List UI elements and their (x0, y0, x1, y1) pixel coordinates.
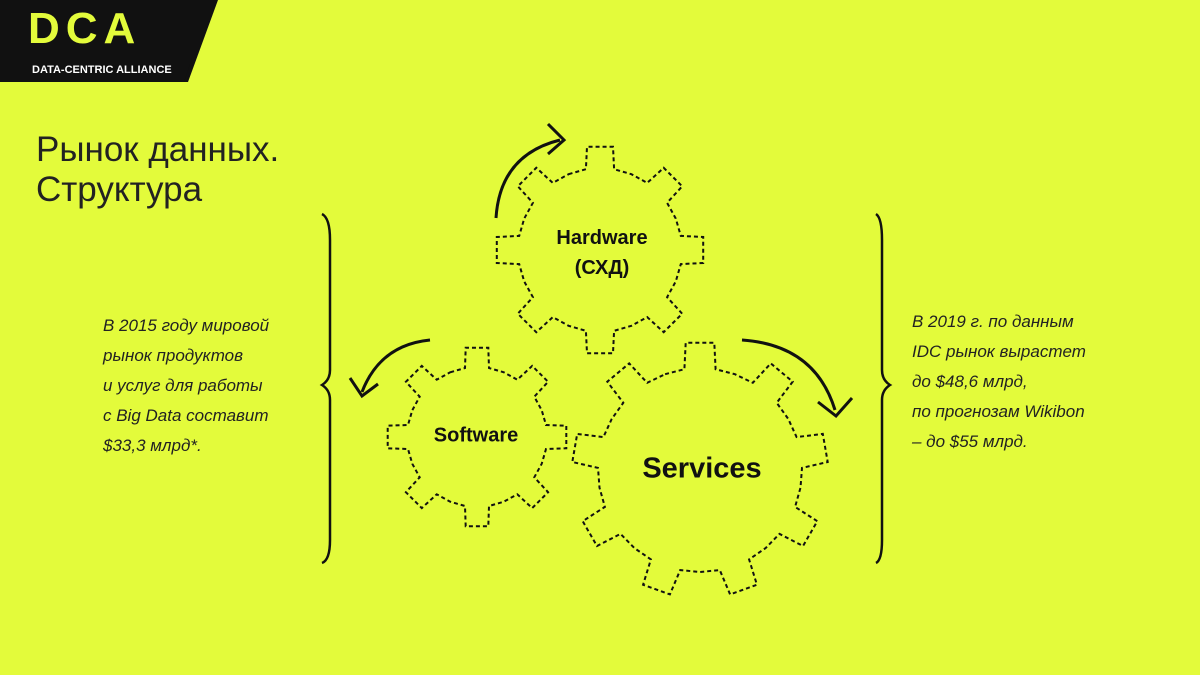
note-line: по прогнозам Wikibon (912, 402, 1085, 421)
hardware-label-line: (СХД) (574, 257, 630, 279)
note-line: с Big Data составит (103, 406, 269, 425)
right-note: В 2019 г. по данным IDC рынок вырастет д… (912, 307, 1086, 457)
page-title: Рынок данных. Структура (36, 130, 279, 210)
software-label: Software (433, 424, 519, 447)
right-brace (875, 212, 893, 565)
note-line: рынок продуктов (103, 346, 244, 365)
arrow-right-icon (741, 338, 854, 419)
title-line: Структура (36, 170, 203, 209)
logo-text: DCA (28, 4, 142, 53)
hardware-label-line: Hardware (556, 227, 648, 249)
note-line: $33,3 млрд*. (103, 436, 202, 455)
title-line: Рынок данных. (36, 130, 280, 169)
hardware-label: Hardware (СХД) (556, 223, 647, 283)
note-line: IDC рынок вырастет (912, 342, 1086, 361)
software-gear (386, 346, 568, 528)
note-line: В 2019 г. по данным (912, 312, 1074, 331)
dca-logo: DCA DATA-CENTRIC ALLIANCE (0, 0, 220, 82)
arrow-left-icon (348, 338, 431, 399)
arrow-up-icon (494, 122, 567, 219)
note-line: до $48,6 млрд, (912, 372, 1028, 391)
services-label: Services (642, 452, 762, 485)
note-line: и услуг для работы (103, 376, 263, 395)
note-line: В 2015 году мировой (103, 316, 270, 335)
note-line: – до $55 млрд. (912, 432, 1028, 451)
hardware-gear (495, 145, 705, 355)
left-brace (319, 212, 332, 565)
logo-subtitle: DATA-CENTRIC ALLIANCE (32, 64, 172, 76)
left-note: В 2015 году мировой рынок продуктов и ус… (103, 311, 269, 461)
